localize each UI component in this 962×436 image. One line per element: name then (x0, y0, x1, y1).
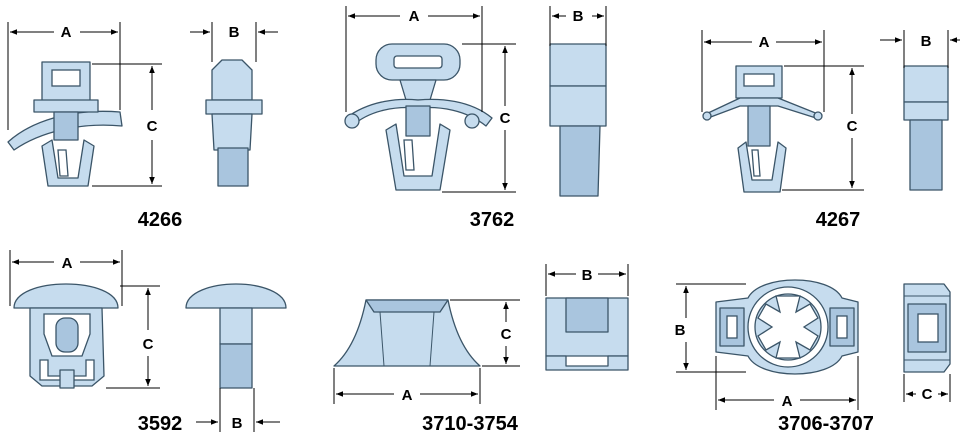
dim-a-label: A (782, 393, 793, 410)
part-4267-side-view (903, 65, 949, 191)
part-4266-side-view (205, 59, 263, 187)
part-3762-dims: A B C (345, 6, 607, 193)
dim-a-label: A (402, 387, 413, 404)
part-number: 3710-3754 (422, 413, 519, 435)
part-3710-3754-dims: C A B (333, 264, 629, 404)
dim-c-label: C (500, 110, 511, 127)
dim-a-label: A (759, 34, 770, 51)
part-4266-dims: A B C (7, 22, 278, 187)
part-3762: A B C 3762 (344, 6, 607, 231)
part-3706-3707: B A C 3706-3707 (675, 279, 951, 435)
dim-c-label: C (922, 386, 933, 403)
part-3706-3707-front-view (715, 279, 859, 375)
part-4266: A B C 4266 (7, 22, 278, 231)
dim-a-label: A (409, 8, 420, 25)
part-number: 3592 (138, 413, 183, 435)
dim-a-label: A (62, 255, 73, 272)
part-3592-side-view (185, 283, 287, 389)
part-3592-front-view (13, 283, 119, 389)
part-3592-dims: A C B (9, 250, 280, 432)
part-3710-3754: C A B 3710-3754 (333, 264, 629, 435)
part-3706-3707-dims: B A C (675, 283, 951, 410)
part-3706-3707-side-view (903, 283, 951, 373)
dim-b-label: B (582, 267, 593, 284)
part-number: 4267 (816, 209, 861, 231)
dim-b-label: B (229, 24, 240, 41)
dim-a-label: A (61, 24, 72, 41)
part-3762-front-view (344, 43, 493, 191)
part-4267: A B C 4267 (701, 30, 960, 231)
part-4266-front-view (7, 61, 123, 187)
dim-b-label: B (232, 415, 243, 432)
dim-b-label: B (573, 8, 584, 25)
part-3710-3754-front-view (333, 299, 481, 367)
part-3762-side-view (549, 43, 607, 197)
part-4267-dims: A B C (701, 30, 960, 191)
dim-c-label: C (501, 326, 512, 343)
part-number: 3762 (470, 209, 515, 231)
dim-c-label: C (147, 118, 158, 135)
part-3710-3754-side-view (545, 297, 629, 371)
dim-b-label: B (921, 33, 932, 50)
part-number: 4266 (138, 209, 183, 231)
part-number: 3706-3707 (778, 413, 874, 435)
dim-b-label: B (675, 322, 686, 339)
dim-c-label: C (143, 336, 154, 353)
part-4267-front-view (702, 65, 823, 193)
part-3592: A C B 3592 (9, 250, 287, 435)
dim-c-label: C (847, 118, 858, 135)
